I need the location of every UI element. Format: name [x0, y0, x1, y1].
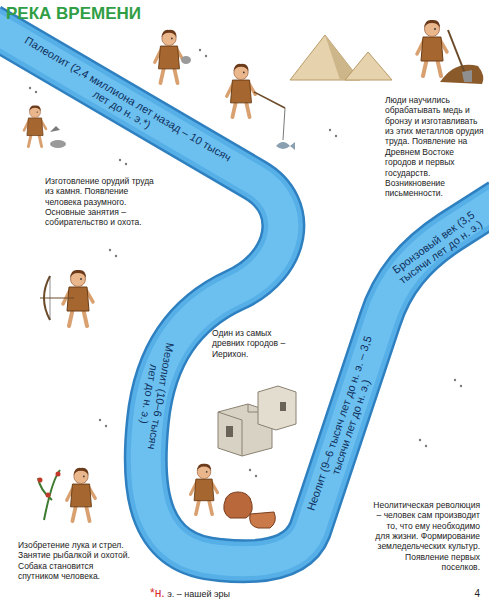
period-note: Неолитическая революция – человек сам пр… [372, 500, 480, 573]
period-label: Неолит (9–6 тысяч лет до н. э. – 3,5 тыс… [304, 331, 387, 519]
river-light [0, 25, 489, 561]
title: РЕКА ВРЕМЕНИ [6, 4, 141, 24]
river-water [0, 25, 489, 561]
potter [191, 464, 276, 528]
period-note: Люди научились обрабатывать медь и бронз… [385, 95, 485, 199]
footnote: *н. э. – нашей эры [150, 586, 350, 600]
period-note: Изобретение лука и стрел. Занятие рыбалк… [18, 540, 130, 581]
period-note: Изготовление орудий труда из камня. Появ… [45, 176, 163, 228]
period-label: Мезолит (10–6 тысяч лет до н. э.) [134, 339, 177, 452]
digging-man [417, 20, 483, 84]
pyramids [290, 35, 392, 80]
river-edge [0, 25, 489, 561]
period-label: Бронзовый век (3,5 тысячи лет до н. э.) [385, 205, 488, 289]
fisherman [227, 64, 295, 150]
jericho-buildings [218, 386, 296, 456]
period-label: Палеолит (2,4 миллиона лет назад – 10 ты… [11, 30, 239, 177]
period-note: Один из самых древних городов – Иерихон. [212, 328, 304, 359]
caveman-with-stone [155, 30, 191, 83]
berry-picker [38, 468, 96, 521]
river [0, 25, 489, 561]
archer [40, 270, 93, 326]
page-number: 4 [440, 588, 480, 599]
toolmaker [24, 105, 66, 148]
